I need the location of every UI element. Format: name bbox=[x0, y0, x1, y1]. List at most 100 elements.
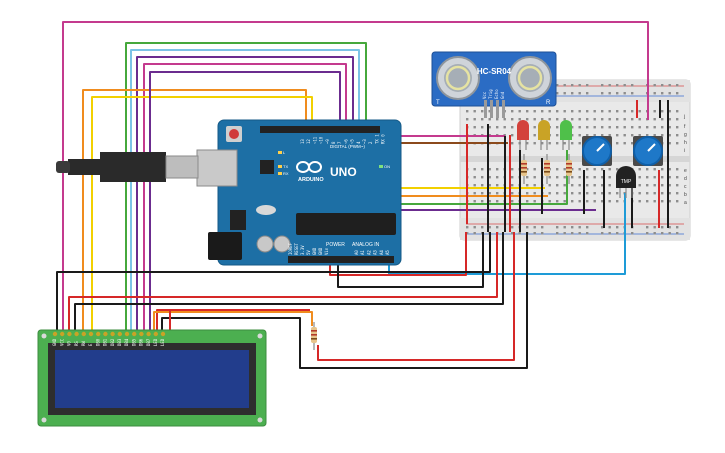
sensor-pin-label-0: Vcc bbox=[482, 91, 487, 99]
breadboard-row-letters: f g h i j e d c b a bbox=[683, 114, 687, 206]
lcd-pin-label-4: RW bbox=[81, 341, 86, 346]
led-tx-label: TX bbox=[283, 164, 288, 169]
tmp-sensor: TMP bbox=[616, 166, 636, 198]
led-red bbox=[517, 120, 529, 150]
lcd-pin-5 bbox=[88, 331, 94, 337]
power-pin-label-5: GND bbox=[318, 247, 323, 255]
power-pin-label-1: RESET bbox=[294, 242, 299, 255]
row-letter-j: j bbox=[683, 114, 685, 120]
led-l-label: L bbox=[283, 150, 286, 155]
resistor-lcd bbox=[311, 322, 317, 350]
wire-magenta bbox=[62, 21, 649, 332]
led-green bbox=[560, 120, 572, 150]
power-header-label: POWER bbox=[326, 242, 345, 248]
lcd-pin-label-7: DB1 bbox=[103, 338, 108, 346]
wire-green bbox=[125, 42, 367, 332]
lcd-pin-4 bbox=[81, 331, 87, 337]
power-analog-header bbox=[288, 256, 394, 263]
wire-black-lcd bbox=[161, 232, 528, 369]
lcd-pin-3 bbox=[74, 331, 79, 337]
row-letter-b: b bbox=[684, 192, 687, 198]
lcd-pin-label-3: RS bbox=[74, 341, 79, 346]
lcd-pin-label-10: DB4 bbox=[124, 338, 129, 346]
sensor-mark-t: T bbox=[436, 100, 440, 106]
wires bbox=[56, 21, 669, 369]
sensor-pin-label-3: Gnd bbox=[500, 91, 505, 99]
lcd-pin-label-15: LED bbox=[160, 338, 165, 346]
digital-pin-label-7: ~6 bbox=[343, 139, 348, 144]
potentiometer-1[interactable] bbox=[582, 136, 612, 166]
lcd-pin-8 bbox=[110, 331, 115, 337]
digital-pin-label-3: ~10 bbox=[319, 136, 324, 144]
digital-pin-label-8: ~5 bbox=[350, 139, 355, 144]
lcd-pin-label-1: VCC bbox=[59, 338, 64, 346]
lcd-pin-label-0: GND bbox=[52, 338, 57, 346]
reset-button[interactable] bbox=[229, 129, 239, 139]
potentiometer-2[interactable] bbox=[633, 136, 663, 166]
wire-purple-1 bbox=[136, 56, 354, 332]
digital-pin-label-5: 8 bbox=[331, 141, 336, 144]
wire-purple-2 bbox=[149, 71, 341, 332]
wire-black-1 bbox=[56, 232, 491, 332]
lcd-pin-label-2: V0 bbox=[67, 341, 72, 346]
wire-red-lcd-led bbox=[156, 309, 170, 332]
digital-pin-label-13: RX 0 bbox=[381, 134, 386, 144]
capacitor-1 bbox=[256, 235, 274, 253]
row-letter-f: f bbox=[684, 124, 686, 130]
resistor-3 bbox=[566, 154, 572, 184]
resistor-1 bbox=[521, 154, 527, 184]
analog-pin-label-1: A1 bbox=[360, 250, 365, 255]
wire-lightblue bbox=[130, 49, 360, 332]
wire-red-lcd bbox=[169, 309, 310, 332]
digital-pin-label-4: ~9 bbox=[325, 139, 330, 144]
wire-magenta-2 bbox=[143, 63, 347, 332]
lcd-pin-label-9: DB3 bbox=[117, 338, 122, 346]
row-letter-d: d bbox=[684, 176, 687, 182]
sensor-name: HC-SR04 bbox=[477, 67, 512, 76]
wire-yellow bbox=[91, 96, 313, 332]
power-jack bbox=[208, 232, 242, 260]
wire-black-2 bbox=[74, 232, 504, 332]
capacitor-2 bbox=[273, 235, 291, 253]
lcd-pin-10 bbox=[124, 331, 130, 337]
analog-pin-label-0: A0 bbox=[354, 250, 359, 255]
arduino-brand: ARDUINO bbox=[298, 177, 324, 183]
power-pin-label-3: 5V bbox=[306, 250, 311, 255]
digital-pin-label-10: ~3 bbox=[362, 139, 367, 144]
lcd-pin-14 bbox=[153, 331, 158, 337]
analog-pin-label-2: A2 bbox=[366, 250, 371, 255]
lcd-pin-6 bbox=[96, 331, 101, 337]
arduino-logo bbox=[296, 161, 322, 173]
sensor-mark-r: R bbox=[546, 100, 551, 106]
row-letter-h: h bbox=[684, 140, 687, 146]
led-rx-label: RX bbox=[283, 171, 289, 176]
row-letter-a: a bbox=[684, 200, 687, 206]
leds bbox=[517, 120, 572, 150]
analog-header-label: ANALOG IN bbox=[352, 242, 380, 248]
power-pin-label-0: IOREF bbox=[288, 242, 293, 255]
lcd-pin-15 bbox=[160, 331, 166, 337]
analog-pin-label-5: A5 bbox=[385, 250, 390, 255]
led-tx bbox=[278, 165, 282, 168]
lcd-pin-label-8: DB2 bbox=[110, 338, 115, 346]
led-on bbox=[379, 165, 383, 168]
lcd-pin-12 bbox=[139, 331, 144, 337]
wire-red-lcd-2 bbox=[317, 232, 515, 361]
row-letter-g: g bbox=[684, 132, 687, 138]
lcd-pin-2 bbox=[67, 331, 72, 337]
digital-pin-label-0: 13 bbox=[300, 139, 305, 144]
digital-pin-label-2: ~11 bbox=[312, 136, 317, 144]
arduino-model: UNO bbox=[330, 165, 357, 179]
lcd-pin-label-5: E bbox=[88, 343, 93, 346]
lcd-pin-0 bbox=[52, 331, 58, 337]
lcd-pin-13 bbox=[146, 331, 151, 337]
usb-cable bbox=[56, 152, 199, 182]
lcd-pin-label-13: DB7 bbox=[146, 338, 151, 346]
resistors bbox=[311, 154, 572, 350]
lcd-pin-label-11: DB5 bbox=[131, 338, 136, 346]
usb-port bbox=[196, 149, 238, 187]
